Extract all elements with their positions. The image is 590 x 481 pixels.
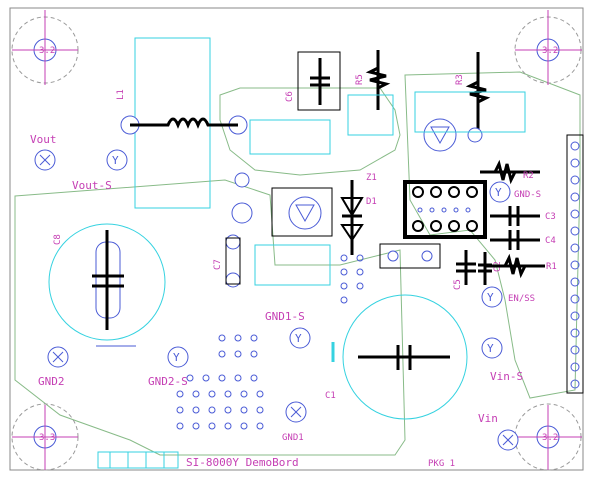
capacitor-c1: C1 (325, 294, 468, 420)
refdes-r2: R2 (523, 171, 534, 181)
resistor-r1: R1 (485, 253, 557, 279)
capacitor-c2: C2 (478, 252, 503, 285)
regulator-block (231, 91, 526, 286)
connector-label-gnd-s: GND-S (514, 190, 541, 200)
connector-label-en-ss: EN/SS (508, 294, 535, 304)
connector-label-gnd1-s: GND1-S (265, 310, 305, 323)
mount-hole-label: 3.2 (542, 433, 558, 443)
board-title: SI-8000Y DemoBord (186, 456, 299, 469)
svg-text:Y: Y (487, 342, 494, 355)
test-point-gnd1[interactable] (285, 401, 307, 423)
refdes-c1: C1 (325, 391, 336, 401)
svg-text:Y: Y (495, 186, 502, 199)
inductor-l1: L1 (116, 37, 248, 209)
refdes-d1: D1 (366, 197, 377, 207)
connector-label-gnd2: GND2 (38, 375, 65, 388)
test-point-vin[interactable] (497, 429, 519, 451)
test-point-vout-s[interactable]: Y (106, 149, 128, 171)
refdes-r3: R3 (455, 74, 465, 85)
mount-hole-bottom-right: 3.2 (514, 403, 582, 471)
mount-hole-top-left: 3.2 (11, 10, 79, 85)
refdes-c7: C7 (213, 259, 223, 270)
refdes-c8: C8 (53, 234, 63, 245)
svg-text:Y: Y (295, 332, 302, 345)
refdes-c6: C6 (285, 91, 295, 102)
capacitor-c5: C5 (453, 250, 476, 290)
connector-label-vin-s: Vin-S (490, 370, 523, 383)
mount-hole-bottom-left: 3.3 (11, 403, 79, 471)
refdes-r5: R5 (355, 74, 365, 85)
svg-text:Y: Y (112, 154, 119, 167)
capacitor-c4: C4 (490, 230, 556, 250)
capacitor-c3: C3 (490, 206, 556, 226)
refdes-c4: C4 (545, 236, 556, 246)
header-pins-right (566, 134, 584, 394)
test-point-gnd1-s[interactable]: Y (289, 327, 311, 349)
refdes-r1: R1 (546, 262, 557, 272)
capacitor-c6: C6 (285, 51, 341, 111)
refdes-c5: C5 (453, 279, 463, 290)
refdes-z1: Z1 (366, 173, 377, 183)
refdes-c3: C3 (545, 212, 556, 222)
connector-label-gnd2-s: GND2-S (148, 375, 188, 388)
test-point-gnd2-s[interactable]: Y (167, 346, 189, 368)
test-point-gnd-s[interactable]: Y (489, 181, 511, 203)
connector-label-vout: Vout (30, 133, 57, 146)
mount-hole-label: 3.2 (542, 46, 558, 56)
svg-text:Y: Y (487, 291, 494, 304)
resistor-r3: R3 (455, 52, 491, 140)
capacitor-c8: C8 (48, 223, 166, 347)
capacitor-c7: C7 (213, 234, 241, 288)
diode-d1: D1 Z1 (340, 173, 377, 255)
connector-label-gnd1: GND1 (282, 433, 304, 443)
refdes-l1: L1 (116, 89, 126, 100)
via-field (176, 207, 471, 430)
ic-u1 (379, 180, 487, 269)
package-mark: PKG 1 (428, 459, 455, 469)
resistor-r5: R5 (355, 50, 391, 110)
connector-label-vout-s: Vout-S (72, 179, 112, 192)
board-logo (97, 451, 179, 469)
connector-label-vin: Vin (478, 412, 498, 425)
test-point-vout[interactable] (34, 149, 56, 171)
test-point-vin-s[interactable]: Y (481, 337, 503, 359)
resistor-r2: R2 (480, 159, 540, 185)
test-point-en-ss[interactable]: Y (481, 286, 503, 308)
svg-text:Y: Y (173, 351, 180, 364)
mount-hole-label: 3.2 (39, 46, 55, 56)
mount-hole-label: 3.3 (39, 433, 55, 443)
mount-hole-top-right: 3.2 (514, 10, 582, 85)
test-point-gnd2[interactable] (47, 346, 69, 368)
